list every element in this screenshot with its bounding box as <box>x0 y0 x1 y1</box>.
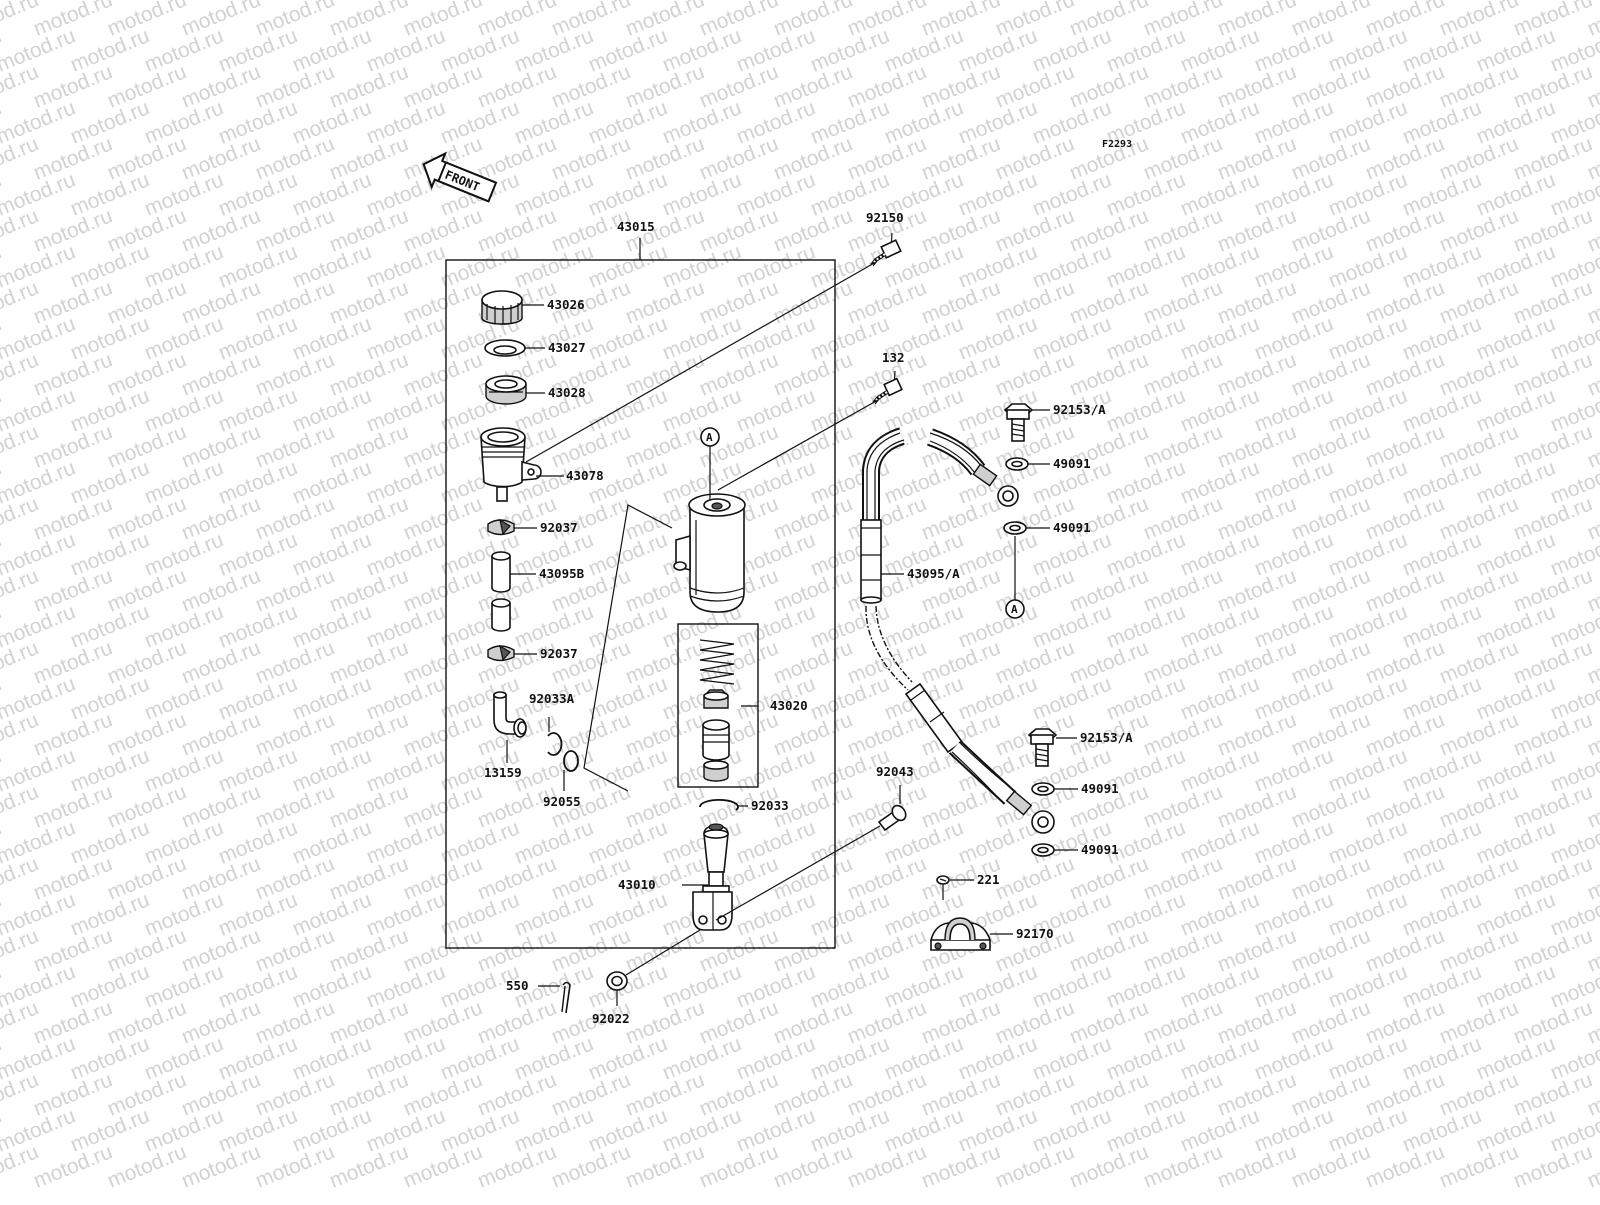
callout-92150: 92150 <box>866 210 904 225</box>
hose-bracket-icon <box>929 917 1013 951</box>
callout-132: 132 <box>882 350 905 365</box>
push-rod-icon <box>682 823 733 931</box>
callout-92037-bottom: 92037 <box>540 646 578 661</box>
master-cylinder-body-icon <box>673 493 746 613</box>
callout-43010: 43010 <box>618 877 656 892</box>
callout-43020: 43020 <box>770 698 808 713</box>
bolt-icon <box>525 232 902 463</box>
ref-marker-a-top: A <box>700 427 720 500</box>
diaphragm-plate-icon <box>484 339 545 357</box>
assembly-bracket <box>445 238 836 949</box>
washer-icon <box>1031 782 1078 796</box>
svg-text:A: A <box>706 431 713 444</box>
svg-text:A: A <box>1011 603 1018 616</box>
o-ring-icon <box>563 750 579 791</box>
callout-92043: 92043 <box>876 764 914 779</box>
callout-43095B: 43095B <box>539 566 585 581</box>
ref-marker-a-right: A <box>1005 599 1025 619</box>
circlip-icon <box>699 798 748 811</box>
callout-49091-4: 49091 <box>1081 842 1119 857</box>
callout-92153A-bottom: 92153/A <box>1080 730 1133 745</box>
washer-icon <box>1003 521 1050 600</box>
cotter-pin-icon <box>538 981 571 1014</box>
callout-221: 221 <box>977 872 1000 887</box>
banjo-bolt-icon <box>1003 403 1050 442</box>
reservoir-hose-icon <box>491 551 536 632</box>
callout-43028: 43028 <box>548 385 586 400</box>
callout-92033: 92033 <box>751 798 789 813</box>
callout-92055: 92055 <box>543 794 581 809</box>
callout-92153A-top: 92153/A <box>1053 402 1106 417</box>
callout-13159: 13159 <box>484 765 522 780</box>
washer-icon <box>1031 843 1078 857</box>
reservoir-cap-icon <box>481 290 544 325</box>
hose-clamp-icon <box>487 518 537 536</box>
brake-hose-icon <box>860 427 1055 834</box>
clevis-pin-icon <box>715 785 907 921</box>
callout-92170: 92170 <box>1016 926 1054 941</box>
banjo-bolt-icon <box>1027 728 1077 767</box>
callout-43027: 43027 <box>548 340 586 355</box>
piston-kit-box <box>677 623 759 788</box>
callout-49091-1: 49091 <box>1053 456 1091 471</box>
diaphragm-icon <box>485 375 545 405</box>
screw-icon <box>936 875 974 900</box>
reservoir-icon <box>480 427 564 502</box>
callout-92037-top: 92037 <box>540 520 578 535</box>
washer-icon <box>606 929 701 1006</box>
callout-550: 550 <box>506 978 529 993</box>
elbow-fitting-icon <box>493 691 527 763</box>
callout-92033A: 92033A <box>529 691 575 706</box>
callout-43015: 43015 <box>617 219 655 234</box>
washer-icon <box>1005 457 1050 471</box>
callout-43095A: 43095/A <box>907 566 960 581</box>
fitting-leader-line <box>583 504 673 792</box>
hose-clamp-icon <box>487 644 537 662</box>
callout-43026: 43026 <box>547 297 585 312</box>
circlip-icon <box>547 717 563 756</box>
bolt-icon <box>717 370 903 491</box>
callout-43078: 43078 <box>566 468 604 483</box>
diagram-code: F2293 <box>1102 139 1132 150</box>
callout-92022: 92022 <box>592 1011 630 1026</box>
callout-49091-2: 49091 <box>1053 520 1091 535</box>
callout-49091-3: 49091 <box>1081 781 1119 796</box>
